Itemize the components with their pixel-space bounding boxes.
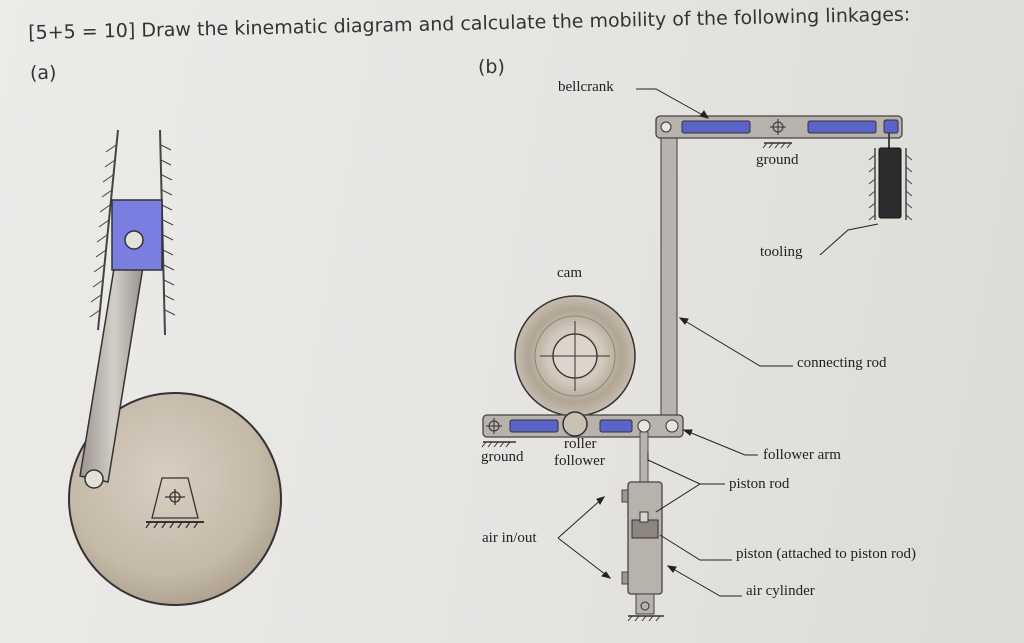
label-air-in-out: air in/out: [482, 530, 537, 546]
left-guide-rail: [89, 129, 119, 331]
label-air-cylinder: air cylinder: [746, 583, 815, 599]
bellcrank-link: [655, 115, 903, 149]
label-follower-arm: follower arm: [763, 447, 841, 463]
air-cylinder: [621, 481, 664, 622]
vertical-connecting-rod: [660, 131, 678, 421]
label-bellcrank: bellcrank: [558, 79, 614, 95]
label-connecting-rod: connecting rod: [797, 355, 887, 371]
part-a-label: (a): [30, 62, 57, 84]
label-roller: roller: [564, 436, 597, 452]
disk-ground-pivot: [145, 477, 204, 529]
part-b-label: (b): [478, 56, 505, 78]
tooling-block: [868, 133, 913, 221]
label-piston: piston (attached to piston rod): [736, 546, 916, 562]
slider-pin: [124, 230, 144, 250]
label-ground-left: ground: [481, 449, 524, 465]
crank-pin: [84, 469, 104, 489]
cam: [514, 295, 636, 417]
leader-lines: [557, 88, 879, 597]
roller-follower: [562, 411, 588, 437]
label-follower: follower: [554, 453, 605, 469]
label-tooling: tooling: [760, 244, 803, 260]
label-piston-rod: piston rod: [729, 476, 790, 492]
label-cam: cam: [557, 265, 582, 281]
label-ground-top: ground: [756, 152, 799, 168]
